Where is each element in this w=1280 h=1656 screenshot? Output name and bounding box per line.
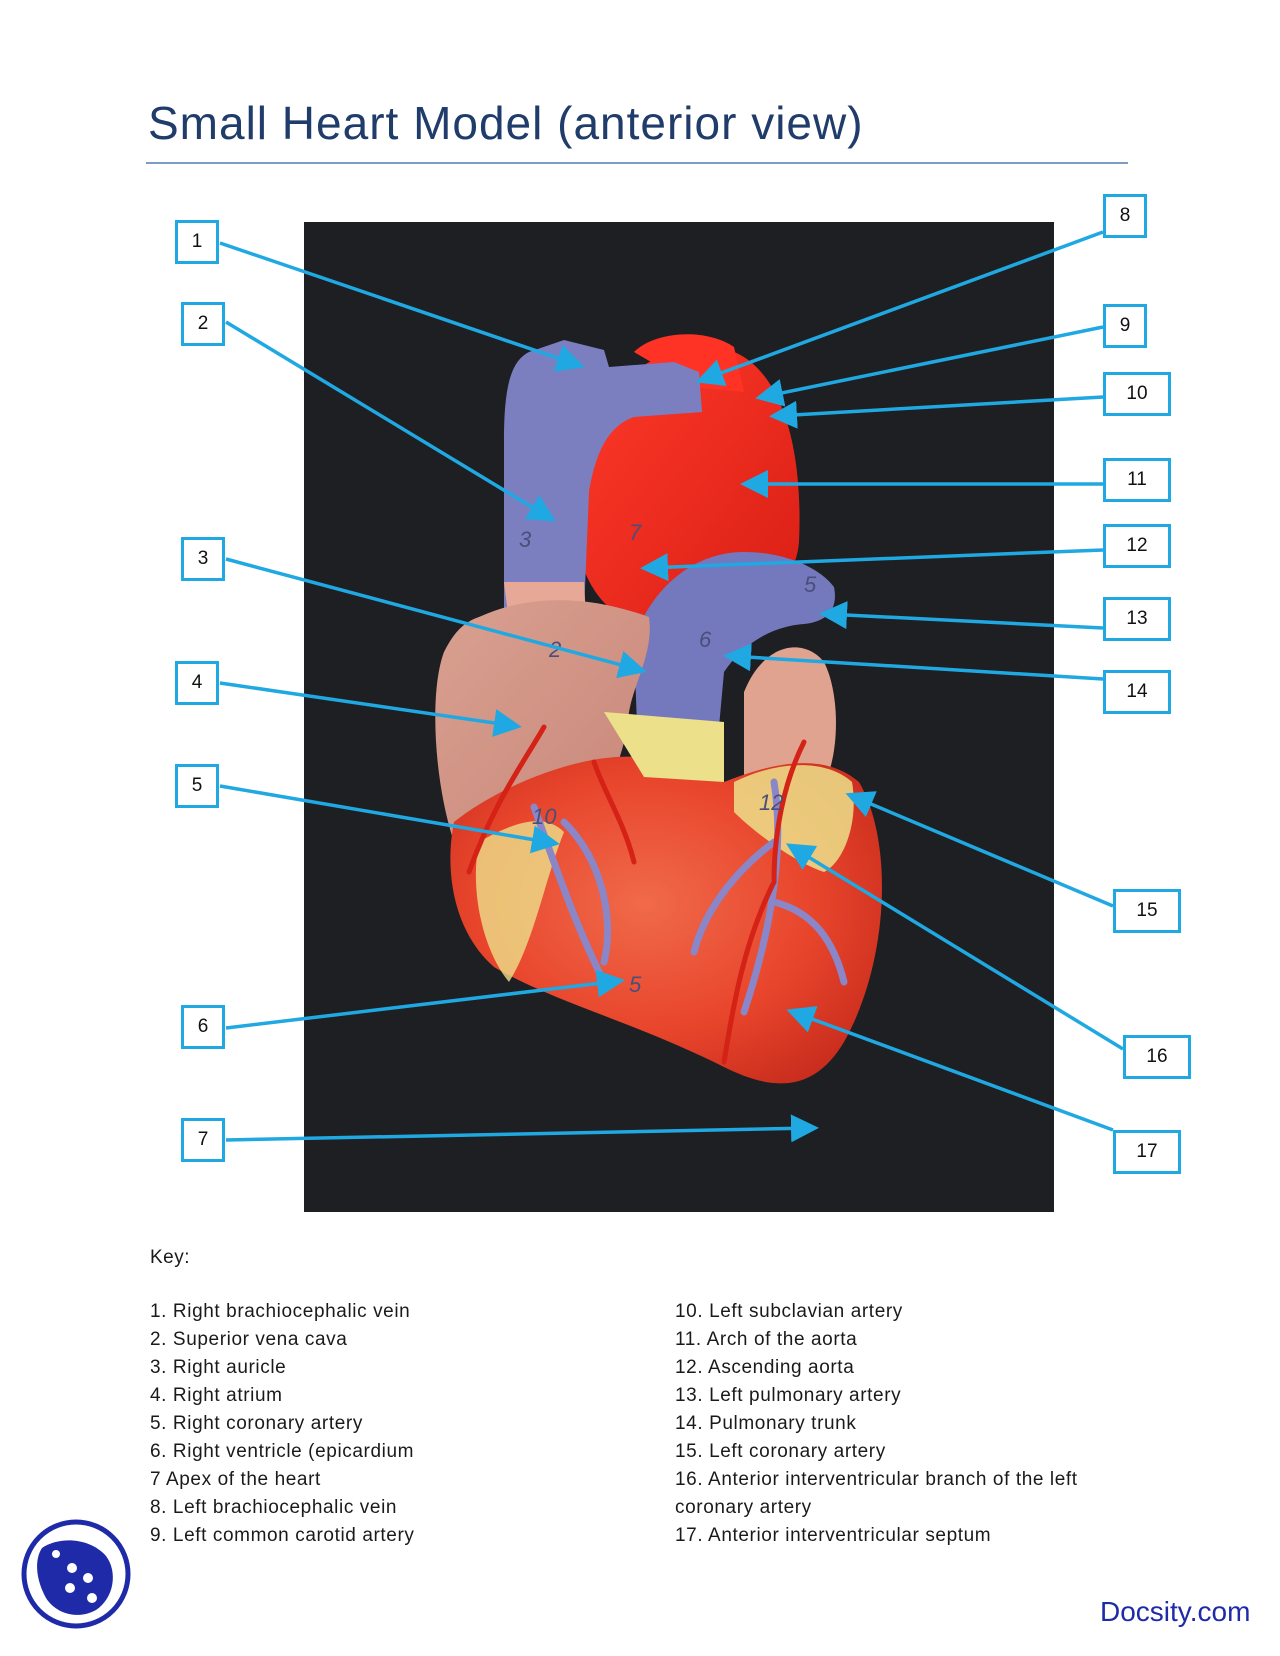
callout-label-17: 17 [1113,1130,1181,1174]
vena-cava-shape [504,340,702,617]
key-heading: Key: [150,1247,191,1268]
key-item: 13. Left pulmonary artery [675,1385,902,1406]
key-right-column: 10. Left subclavian artery 11. Arch of t… [675,1298,1078,1550]
key-item: 17. Anterior interventricular septum [675,1525,992,1546]
model-number: 5 [629,972,642,997]
page-title: Small Heart Model (anterior view) [148,97,864,149]
model-number: 12 [759,790,783,815]
callout-label-3: 3 [181,537,225,581]
key-item: 4. Right atrium [150,1385,283,1406]
callout-label-8: 8 [1103,194,1147,238]
heart-illustration: 3 7 2 6 10 5 12 5 [304,222,1054,1212]
key-item: 10. Left subclavian artery [675,1301,903,1322]
key-item: 15. Left coronary artery [675,1441,886,1462]
callout-label-9: 9 [1103,304,1147,348]
model-number: 5 [804,572,817,597]
callout-label-1: 1 [175,220,219,264]
key-item: 6. Right ventricle (epicardium [150,1441,415,1462]
callout-label-5: 5 [175,764,219,808]
key-left-column: 1. Right brachiocephalic vein 2. Superio… [150,1298,415,1550]
callout-label-4: 4 [175,661,219,705]
key-item: 11. Arch of the aorta [675,1329,858,1350]
key-item: 8. Left brachiocephalic vein [150,1497,398,1518]
key-item: 12. Ascending aorta [675,1357,855,1378]
callout-label-16: 16 [1123,1035,1191,1079]
model-number: 3 [519,527,532,552]
docsity-brand-link[interactable]: Docsity.com [1100,1596,1251,1627]
key-item: 5. Right coronary artery [150,1413,363,1434]
key-item: 7 Apex of the heart [150,1469,321,1490]
callout-label-12: 12 [1103,524,1171,568]
model-number: 2 [548,637,561,662]
callout-label-13: 13 [1103,597,1171,641]
key-item: 2. Superior vena cava [150,1329,348,1350]
key-item: coronary artery [675,1497,812,1518]
callout-label-14: 14 [1103,670,1171,714]
key-item: 3. Right auricle [150,1357,287,1378]
callout-label-2: 2 [181,302,225,346]
model-number: 10 [532,804,557,829]
key-item: 16. Anterior interventricular branch of … [675,1469,1078,1490]
docsity-logo-icon [21,1519,131,1629]
key-item: 9. Left common carotid artery [150,1525,415,1546]
callout-label-11: 11 [1103,458,1171,502]
callout-label-15: 15 [1113,889,1181,933]
callout-label-6: 6 [181,1005,225,1049]
key-item: 1. Right brachiocephalic vein [150,1301,411,1322]
model-number: 7 [629,520,642,545]
model-number: 6 [699,627,712,652]
callout-label-7: 7 [181,1118,225,1162]
callout-label-10: 10 [1103,372,1171,416]
heart-model-photo: 3 7 2 6 10 5 12 5 [304,222,1054,1212]
title-divider [146,162,1128,164]
key-item: 14. Pulmonary trunk [675,1413,857,1434]
